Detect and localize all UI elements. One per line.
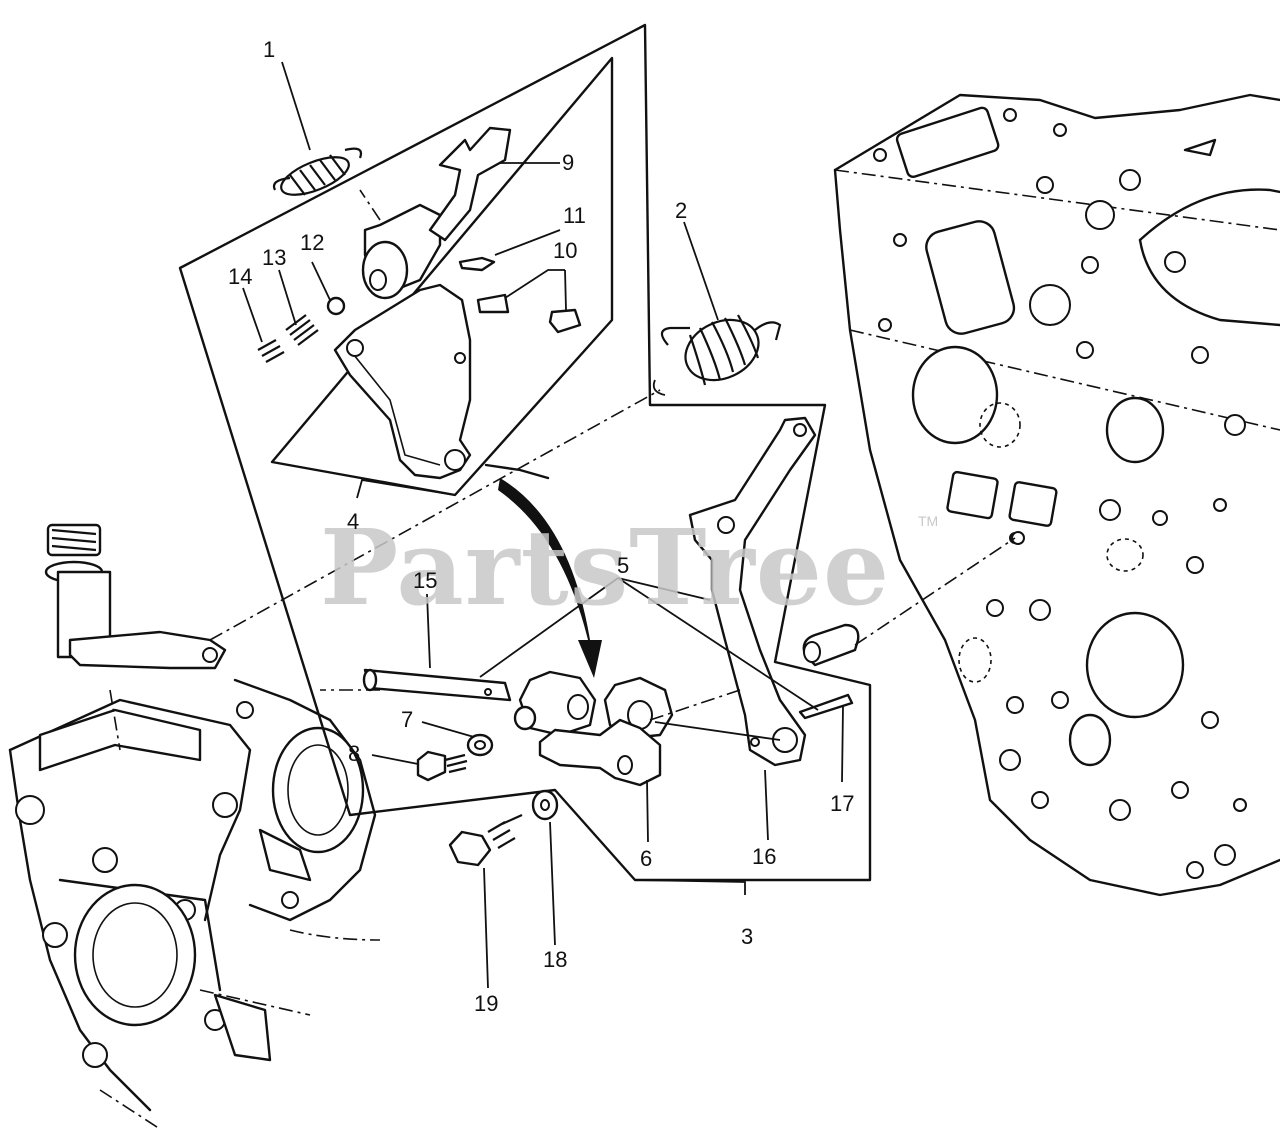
callout-7: 7 — [401, 707, 413, 732]
clutch-pedal-assembly — [257, 126, 582, 480]
callout-3: 3 — [741, 924, 753, 949]
callout-2: 2 — [675, 198, 687, 223]
callout-12: 12 — [300, 230, 324, 255]
pivot-parts — [320, 668, 741, 867]
callout-8: 8 — [348, 741, 360, 766]
watermark: PartsTree TM — [320, 506, 938, 629]
shift-lever — [688, 416, 1025, 767]
watermark-text: PartsTree — [320, 506, 890, 629]
callout-6: 6 — [640, 846, 652, 871]
callout-14: 14 — [228, 264, 252, 289]
callout-19: 19 — [474, 991, 498, 1016]
callout-4: 4 — [347, 509, 359, 534]
assembly-direction-arrow — [484, 463, 602, 678]
callout-15: 15 — [413, 568, 437, 593]
callout-labels: 1 2 3 4 5 6 7 8 9 10 11 12 13 14 15 16 1… — [228, 37, 854, 1016]
callout-11: 11 — [563, 203, 586, 228]
callout-13: 13 — [262, 245, 286, 270]
callout-10: 10 — [553, 238, 577, 263]
transmission-housing — [8, 678, 381, 1129]
watermark-trademark: TM — [918, 513, 938, 529]
springs — [272, 147, 782, 396]
callout-5: 5 — [617, 553, 629, 578]
callout-16: 16 — [752, 844, 776, 869]
assembly-boundaries — [178, 23, 872, 882]
leader-lines — [242, 61, 844, 989]
callout-18: 18 — [543, 947, 567, 972]
shift-shaft — [44, 389, 661, 751]
callout-9: 9 — [562, 150, 574, 175]
callout-17: 17 — [830, 791, 854, 816]
engine-block — [833, 93, 1280, 897]
callout-1: 1 — [263, 37, 275, 62]
